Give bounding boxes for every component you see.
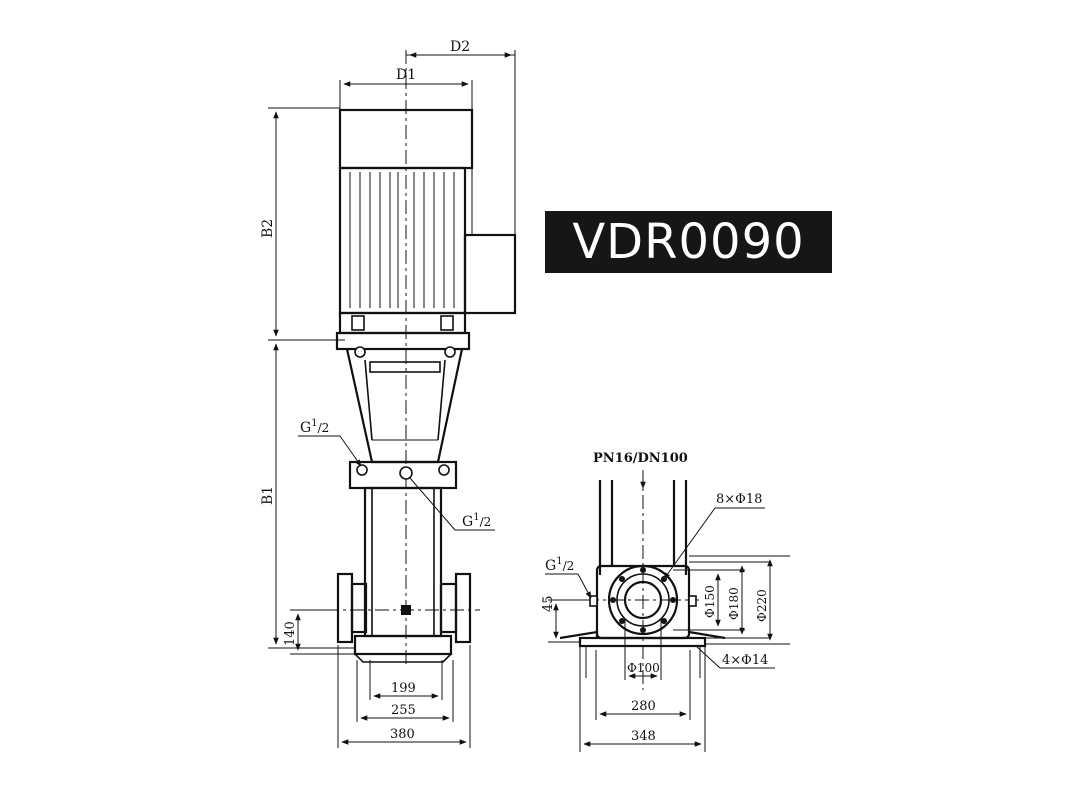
front-port-label: G1/2 — [545, 556, 574, 574]
dim-d2: D2 — [450, 39, 470, 55]
side-view: D2 D1 B2 B1 140 199 — [260, 39, 517, 748]
motor-body — [338, 166, 467, 315]
dim-phi220: Φ220 — [755, 589, 769, 622]
flange-label: PN16/DN100 — [593, 451, 688, 466]
dim-phi150: Φ150 — [703, 585, 717, 618]
dim-phi100: Φ100 — [627, 661, 660, 675]
drain-plug — [401, 605, 411, 615]
port-upper-label: G1/2 — [300, 418, 329, 436]
dim-280: 280 — [631, 699, 656, 714]
dim-b2: B2 — [260, 219, 276, 238]
dim-phi180: Φ180 — [727, 587, 741, 620]
flange-outer-circle — [607, 564, 679, 636]
pump-base — [353, 634, 453, 656]
inlet-flange — [336, 572, 354, 644]
front-view: PN16/DN100 8×Φ18 — [541, 451, 790, 752]
outlet-flange — [454, 572, 472, 644]
motor-fins — [349, 172, 455, 308]
dim-255: 255 — [391, 703, 416, 718]
dim-380: 380 — [390, 727, 415, 742]
base-holes-label: 4×Φ14 — [722, 653, 768, 668]
dim-45: 45 — [541, 595, 556, 612]
terminal-box — [463, 233, 517, 315]
model-label: VDR0090 — [545, 211, 832, 273]
dim-199: 199 — [391, 681, 416, 696]
dim-140: 140 — [283, 621, 298, 646]
dim-348: 348 — [631, 729, 656, 744]
bolt-holes-label: 8×Φ18 — [716, 492, 762, 507]
port-lower-label: G1/2 — [462, 512, 491, 530]
lantern-top-plate — [335, 331, 471, 351]
dim-b1: B1 — [260, 486, 276, 505]
dim-d1: D1 — [396, 67, 416, 83]
